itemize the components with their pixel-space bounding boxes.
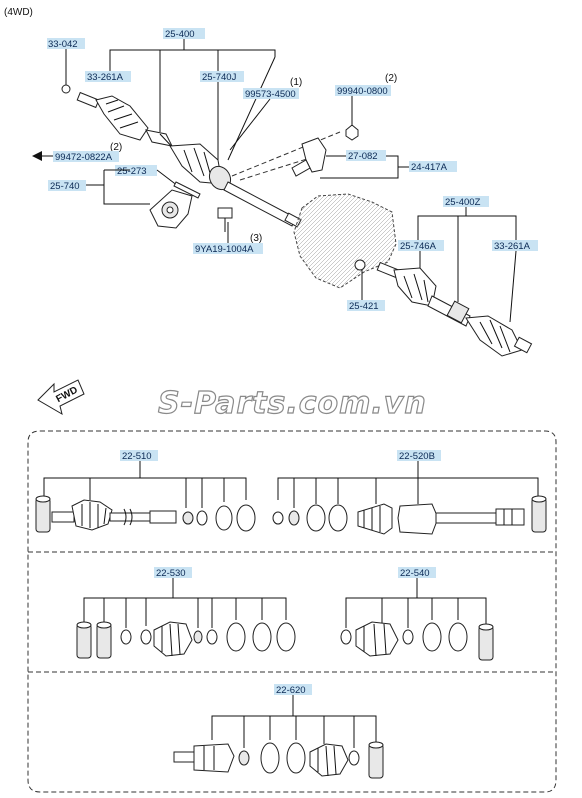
callout-99472-0822a[interactable]: 99472-0822A xyxy=(55,152,113,163)
upper-assembly: 25-400 33-042 33-261A 25-740J (1) 99573-… xyxy=(32,28,538,357)
callout-33-261a[interactable]: 33-261A xyxy=(87,72,124,83)
right-driveshaft xyxy=(376,261,533,357)
kit-22-540: 22-540 xyxy=(340,567,494,661)
kit-label-22-620[interactable]: 22-620 xyxy=(276,685,306,696)
callout-25-400[interactable]: 25-400 xyxy=(165,29,195,40)
qty-3: (3) xyxy=(250,233,262,244)
callout-24-417a[interactable]: 24-417A xyxy=(411,162,448,173)
qty-2a: (2) xyxy=(385,73,397,84)
variant-label: (4WD) xyxy=(4,7,33,18)
callout-25-273[interactable]: 25-273 xyxy=(117,166,147,177)
callout-25-740[interactable]: 25-740 xyxy=(50,181,80,192)
kit-22-620: 22-620 xyxy=(173,684,384,779)
callout-25-746a[interactable]: 25-746A xyxy=(400,241,437,252)
callout-99940-0800[interactable]: 99940-0800 xyxy=(337,86,388,97)
callout-25-740j[interactable]: 25-740J xyxy=(202,72,237,83)
transmission-case xyxy=(293,193,397,289)
callout-25-400z[interactable]: 25-400Z xyxy=(445,197,481,208)
callout-99573-4500[interactable]: 99573-4500 xyxy=(245,89,296,100)
kit-label-22-540[interactable]: 22-540 xyxy=(400,568,430,579)
callout-9ya19-1004a[interactable]: 9YA19-1004A xyxy=(195,244,254,255)
kits-panel xyxy=(27,430,557,793)
fwd-indicator: FWD xyxy=(37,379,85,416)
callout-33-042[interactable]: 33-042 xyxy=(48,39,78,50)
kit-label-22-530[interactable]: 22-530 xyxy=(156,568,186,579)
kit-label-22-520b[interactable]: 22-520B xyxy=(399,451,435,462)
kit-label-22-510[interactable]: 22-510 xyxy=(122,451,152,462)
kit-22-510: 22-510 xyxy=(35,450,256,533)
kit-22-520b: 22-520B xyxy=(272,450,547,535)
watermark-text: S-Parts.com.vn xyxy=(158,386,427,421)
callout-27-082[interactable]: 27-082 xyxy=(348,151,378,162)
arrow-icon xyxy=(32,151,42,161)
callout-25-421[interactable]: 25-421 xyxy=(349,301,379,312)
qty-1: (1) xyxy=(290,77,302,88)
qty-2b: (2) xyxy=(110,142,122,153)
callout-33-261a-right[interactable]: 33-261A xyxy=(494,241,531,252)
left-driveshaft xyxy=(76,91,341,228)
bearing-bracket xyxy=(149,181,233,232)
kit-22-530: 22-530 xyxy=(76,567,296,659)
